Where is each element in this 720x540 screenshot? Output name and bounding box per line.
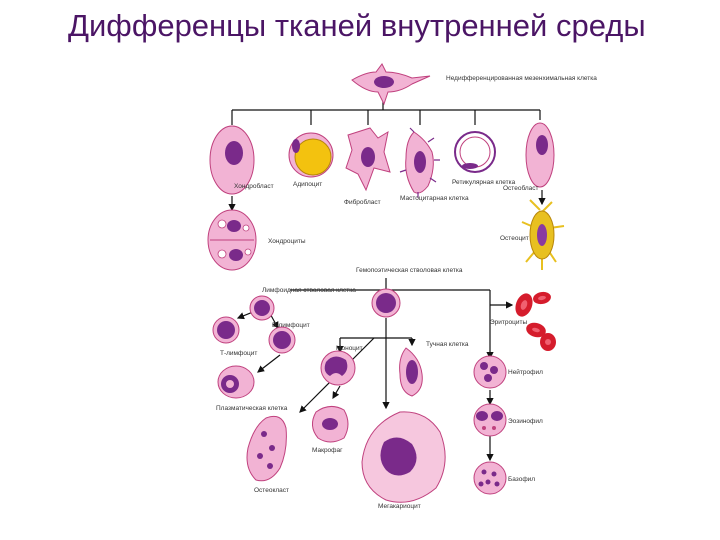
upper-tree-lines (228, 98, 546, 212)
chondroblast-cell (209, 125, 255, 195)
neutrophil-cell (473, 355, 507, 389)
label-adipocyte: Адипоцит (293, 181, 322, 188)
osteocyte-cell (521, 199, 565, 270)
label-eosinophil: Эозинофил (508, 418, 543, 425)
label-basophil: Базофил (508, 476, 535, 483)
macrophage-cell (312, 406, 349, 443)
label-t-lymph: Т-лимфоцит (220, 350, 257, 357)
basophil-cell (473, 461, 507, 495)
label-plasma: Плазматическая клетка (216, 405, 288, 412)
label-mast-cell: Мастоцитарная клетка (400, 195, 469, 202)
label-macrophage: Макрофаг (312, 447, 343, 454)
fibroblast-cell (345, 127, 391, 192)
adipocyte-cell (288, 132, 334, 178)
label-osteocyte: Остеоцит (500, 235, 529, 242)
lymphoid-stem-cell (249, 295, 275, 321)
label-osteoclast: Остеокласт (254, 487, 289, 494)
label-osteoblast: Остеобласт (503, 184, 539, 192)
label-stem-hemo: Гемопоэтическая стволовая клетка (356, 267, 463, 274)
label-megakaryocyte: Мегакариоцит (378, 503, 421, 510)
osteoclast-cell (246, 415, 287, 482)
label-mast-tissue: Тучная клетка (426, 341, 469, 348)
mesenchymal-stem-cell (351, 63, 431, 106)
label-chondroblast: Хондробласт (234, 182, 274, 190)
eosinophil-cell (473, 403, 507, 437)
mast-cell-top (399, 127, 440, 198)
slide-title: Дифференцы тканей внутренней среды (68, 8, 646, 43)
hematopoietic-stem-cell (371, 288, 401, 318)
label-lymphoid: Лимфоидная стволовая клетка (262, 287, 356, 294)
chondrocytes-group (207, 209, 257, 271)
megakaryocyte-cell (361, 411, 446, 503)
t-lymphocyte-cell (212, 316, 240, 344)
label-stem-mesenchymal: Недифференцированная мезенхимальная клет… (446, 75, 597, 82)
b-lymphocyte-cell (268, 326, 296, 354)
reticular-cell (454, 131, 496, 173)
label-neutrophil: Нейтрофил (508, 368, 543, 376)
erythrocytes-group (515, 291, 556, 351)
tissue-mast-cell (399, 347, 423, 397)
label-monocyte: Моноцит (336, 345, 363, 352)
label-reticular: Ретикулярная клетка (452, 179, 516, 186)
label-fibroblast: Фибробласт (344, 198, 381, 206)
label-chondrocytes: Хондроциты (268, 238, 306, 245)
plasma-cell (217, 365, 255, 399)
label-b-lymph: В-лимфоцит (272, 322, 310, 329)
label-erythrocytes: Эритроциты (490, 319, 527, 326)
monocyte-cell (320, 350, 356, 386)
osteoblast-cell (525, 122, 555, 188)
